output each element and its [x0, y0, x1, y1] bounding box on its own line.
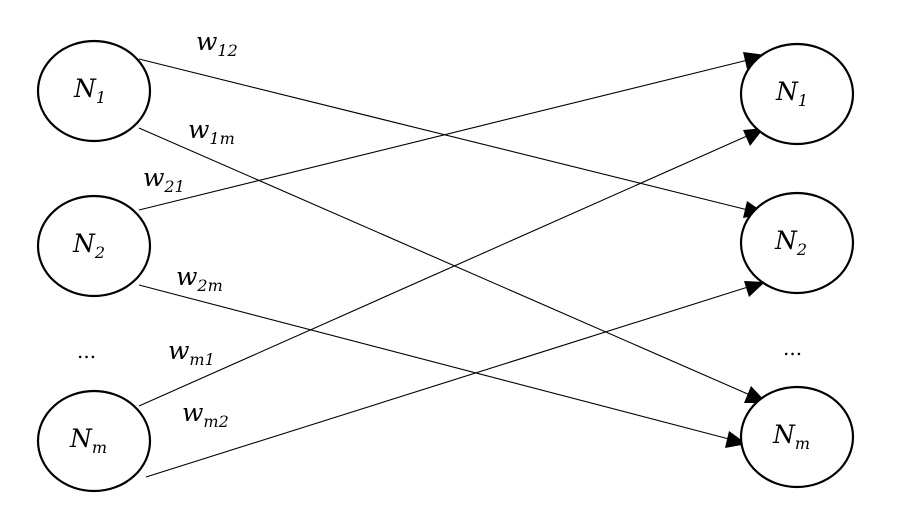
weight-labels: w12 w1m w21 w2m wm1 wm2 [143, 27, 238, 431]
right-node-n1-label: N1 [775, 77, 808, 110]
weight-label-w2m: w2m [176, 262, 223, 295]
edge-w1m [138, 127, 751, 396]
left-node-n2-label: N2 [72, 229, 105, 262]
arrowhead-wm2 [744, 281, 765, 297]
right-node-nm: Nm [739, 385, 855, 489]
left-node-n2: N2 [36, 194, 152, 298]
right-ellipsis: ... [783, 336, 802, 360]
right-node-n2: N2 [739, 191, 855, 295]
edge-wm2 [145, 286, 749, 478]
left-node-n1: N1 [36, 39, 152, 143]
weight-label-w12: w12 [196, 27, 238, 60]
left-node-nm-label: Nm [69, 424, 107, 457]
weight-label-wm2: wm2 [182, 398, 229, 431]
edge-wm1 [138, 135, 748, 407]
right-node-n2-label: N2 [774, 226, 807, 259]
edge-w2m [138, 284, 730, 440]
right-node-nm-label: Nm [772, 420, 810, 453]
weight-label-wm1: wm1 [168, 336, 215, 369]
left-nodes: N1 N2 Nm ... [36, 39, 152, 493]
left-ellipsis: ... [77, 339, 96, 363]
weight-label-w1m: w1m [188, 115, 235, 148]
left-node-n1-label: N1 [73, 74, 106, 107]
edge-w21 [138, 59, 749, 211]
weight-label-w21: w21 [143, 163, 185, 196]
right-nodes: N1 N2 Nm ... [739, 42, 855, 489]
edges [138, 52, 767, 478]
right-node-n1: N1 [739, 42, 855, 146]
left-node-nm: Nm [36, 389, 152, 493]
arrowhead-wm1 [743, 128, 764, 146]
